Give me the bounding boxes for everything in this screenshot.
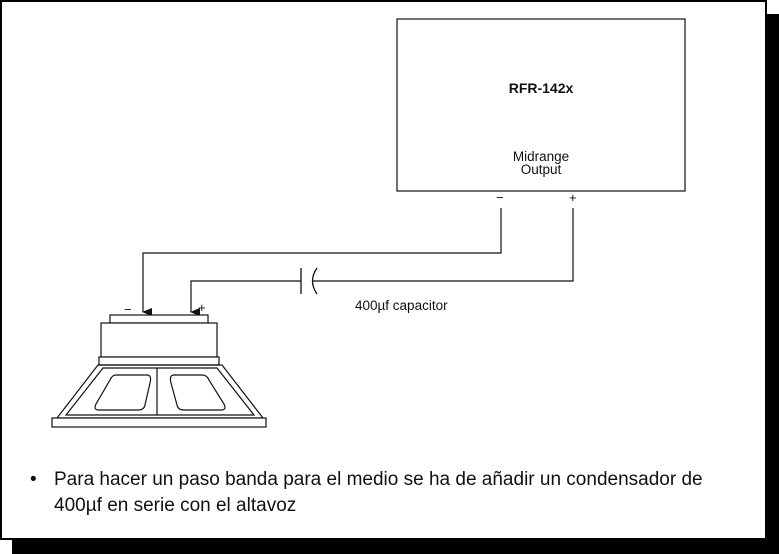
negative-wire — [142, 208, 502, 316]
capacitor-label: 400µf capacitor — [355, 298, 448, 313]
speaker-positive-terminal: + — [198, 300, 206, 315]
capacitor-symbol — [300, 267, 318, 295]
note-text: Para hacer un paso banda para el medio s… — [54, 469, 703, 516]
device-negative-terminal: − — [496, 190, 504, 205]
positive-wire-speaker-side — [190, 280, 301, 316]
amplifier-box — [396, 18, 686, 192]
device-output-label: Midrange Output — [397, 149, 685, 177]
device-positive-terminal: + — [569, 190, 577, 205]
bullet-glyph: • — [30, 469, 37, 490]
speaker-negative-terminal: − — [124, 302, 132, 317]
device-model-label: RFR-142x — [508, 80, 574, 96]
positive-wire-device-side — [313, 208, 574, 282]
output-label-line2: Output — [520, 162, 562, 177]
speaker-icon — [51, 314, 267, 428]
output-label-line1: Midrange — [512, 149, 570, 164]
